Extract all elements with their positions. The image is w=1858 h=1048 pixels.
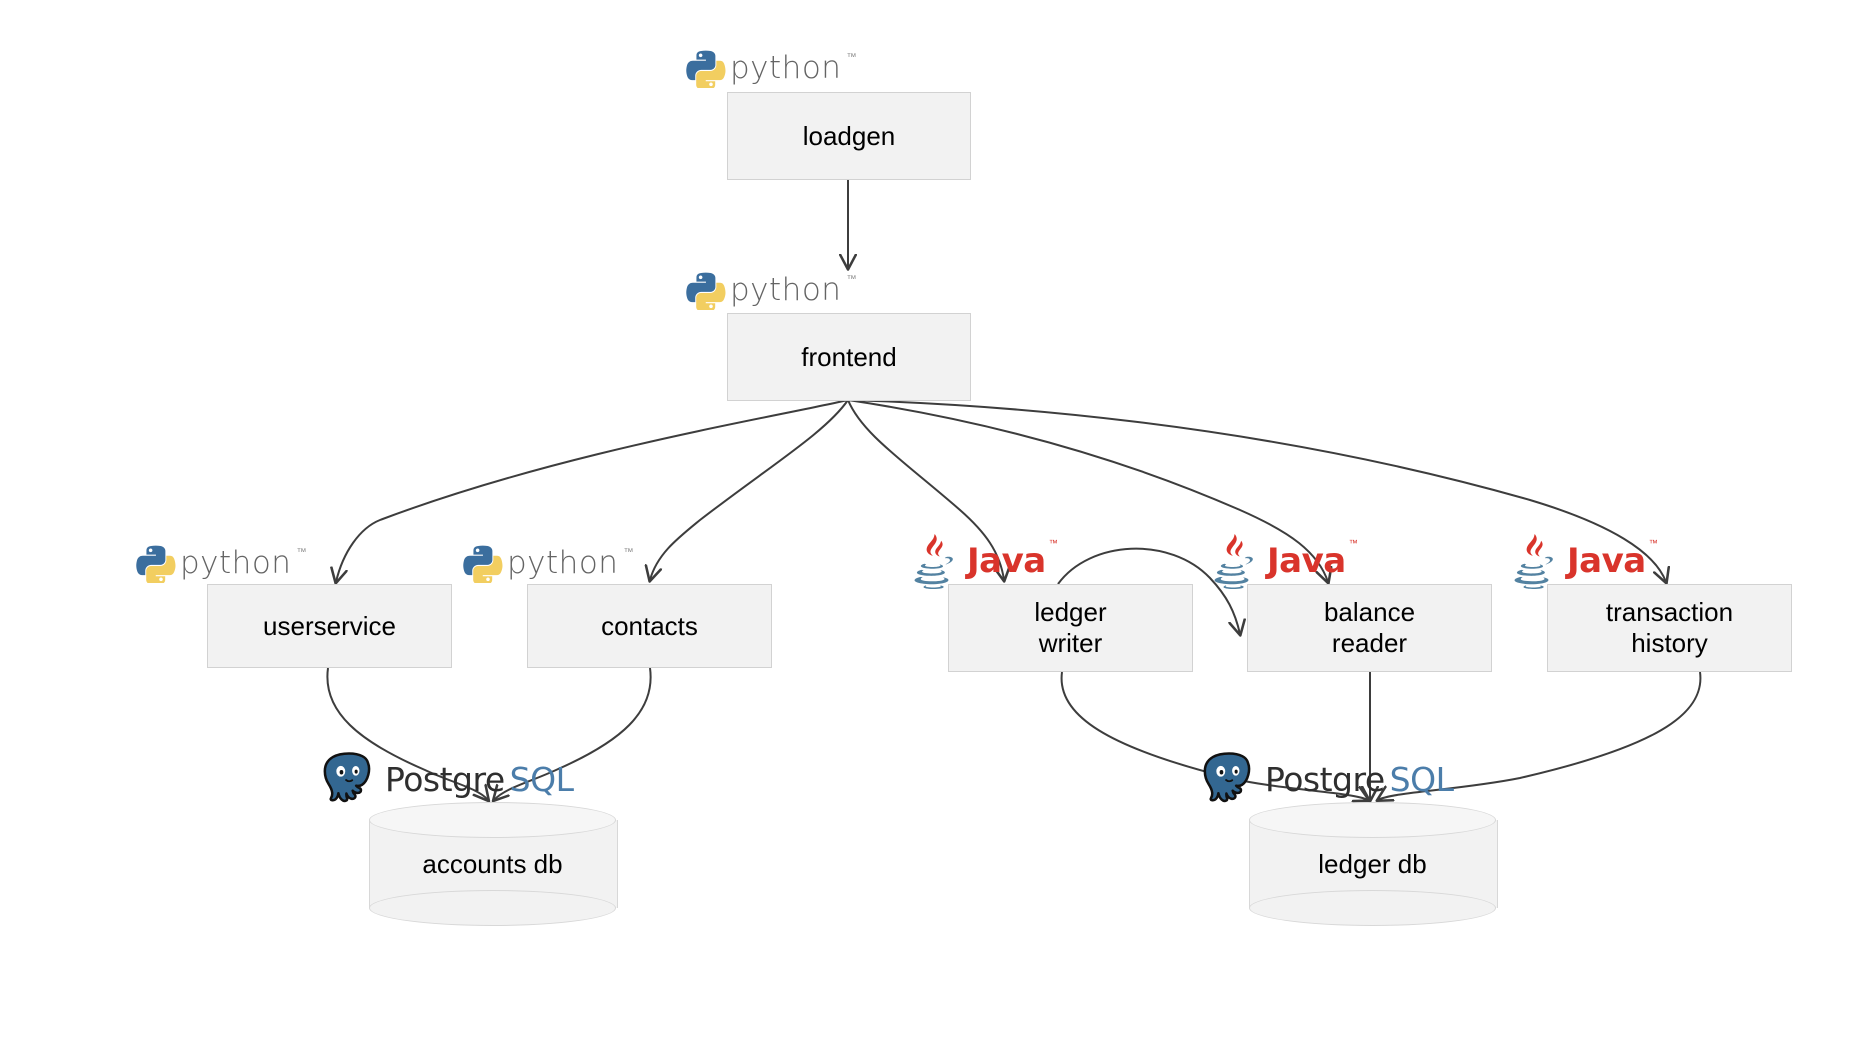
java-trademark: ™ [1348, 538, 1358, 548]
node-transactionhistory-label-line2: history [1631, 628, 1708, 658]
postgresql-wordmark-dark: Postgre [385, 759, 505, 799]
node-accountsdb[interactable]: accounts db [369, 802, 618, 926]
postgresql-logo-accountsdb: Postgre SQL [318, 750, 574, 808]
node-balancereader-label-line1: balance [1323, 597, 1416, 628]
edge-frontend-contacts [650, 399, 849, 580]
python-wordmark: python [507, 545, 619, 581]
python-snake-icon [136, 545, 176, 583]
node-ledgerdb-label: ledger db [1318, 848, 1427, 879]
java-trademark: ™ [1648, 538, 1658, 548]
python-snake-icon [463, 545, 503, 583]
python-logo-contacts: python ™ [463, 543, 633, 583]
python-wordmark: python [730, 50, 842, 86]
node-transactionhistory-label-line1: transaction [1605, 597, 1734, 628]
node-userservice[interactable]: userservice [207, 584, 452, 668]
java-wordmark: Java [967, 541, 1046, 581]
node-frontend-label: frontend [801, 341, 897, 372]
postgresql-wordmark-dark: Postgre [1265, 759, 1385, 799]
postgresql-elephant-icon [323, 752, 371, 803]
node-contacts-label: contacts [601, 610, 698, 641]
postgresql-logo-ledgerdb: Postgre SQL [1198, 750, 1454, 808]
java-trademark: ™ [1048, 538, 1058, 548]
cylinder-bottom-cap [369, 890, 616, 926]
node-loadgen-label: loadgen [802, 120, 896, 151]
python-trademark: ™ [846, 274, 857, 285]
node-ledgerwriter-label-line1: ledger [1034, 597, 1107, 628]
python-snake-icon [686, 272, 726, 310]
node-balancereader[interactable]: balance reader [1247, 584, 1492, 672]
python-trademark: ™ [846, 52, 857, 63]
java-coffee-cup-icon [1514, 534, 1553, 590]
python-logo-frontend: python ™ [686, 270, 856, 310]
python-trademark: ™ [623, 547, 634, 558]
java-wordmark: Java [1567, 541, 1646, 581]
python-wordmark: python [180, 545, 292, 581]
python-snake-icon [686, 50, 726, 88]
cylinder-top-cap [1249, 802, 1496, 838]
python-logo-loadgen: python ™ [686, 48, 856, 88]
node-transactionhistory[interactable]: transaction history [1547, 584, 1792, 672]
java-coffee-cup-icon [1214, 534, 1253, 590]
cylinder-bottom-cap [1249, 890, 1496, 926]
node-contacts[interactable]: contacts [527, 584, 772, 668]
postgresql-wordmark-blue: SQL [509, 759, 574, 799]
node-balancereader-label-line2: reader [1331, 628, 1408, 658]
node-ledgerwriter-label-line2: writer [1038, 628, 1103, 658]
python-trademark: ™ [296, 547, 307, 558]
node-frontend[interactable]: frontend [727, 313, 971, 401]
java-coffee-cup-icon [914, 534, 953, 590]
node-loadgen[interactable]: loadgen [727, 92, 971, 180]
python-logo-userservice: python ™ [136, 543, 306, 583]
node-ledgerdb[interactable]: ledger db [1249, 802, 1498, 926]
node-accountsdb-label: accounts db [422, 848, 563, 879]
node-userservice-label: userservice [263, 610, 396, 641]
cylinder-top-cap [369, 802, 616, 838]
postgresql-elephant-icon [1203, 752, 1251, 803]
java-wordmark: Java [1267, 541, 1346, 581]
node-ledgerwriter[interactable]: ledger writer [948, 584, 1193, 672]
java-logo-ledgerwriter: Java ™ [908, 532, 1058, 590]
java-logo-transactionhistory: Java ™ [1508, 532, 1658, 590]
java-logo-balancereader: Java ™ [1208, 532, 1358, 590]
postgresql-wordmark-blue: SQL [1389, 759, 1454, 799]
python-wordmark: python [730, 272, 842, 308]
